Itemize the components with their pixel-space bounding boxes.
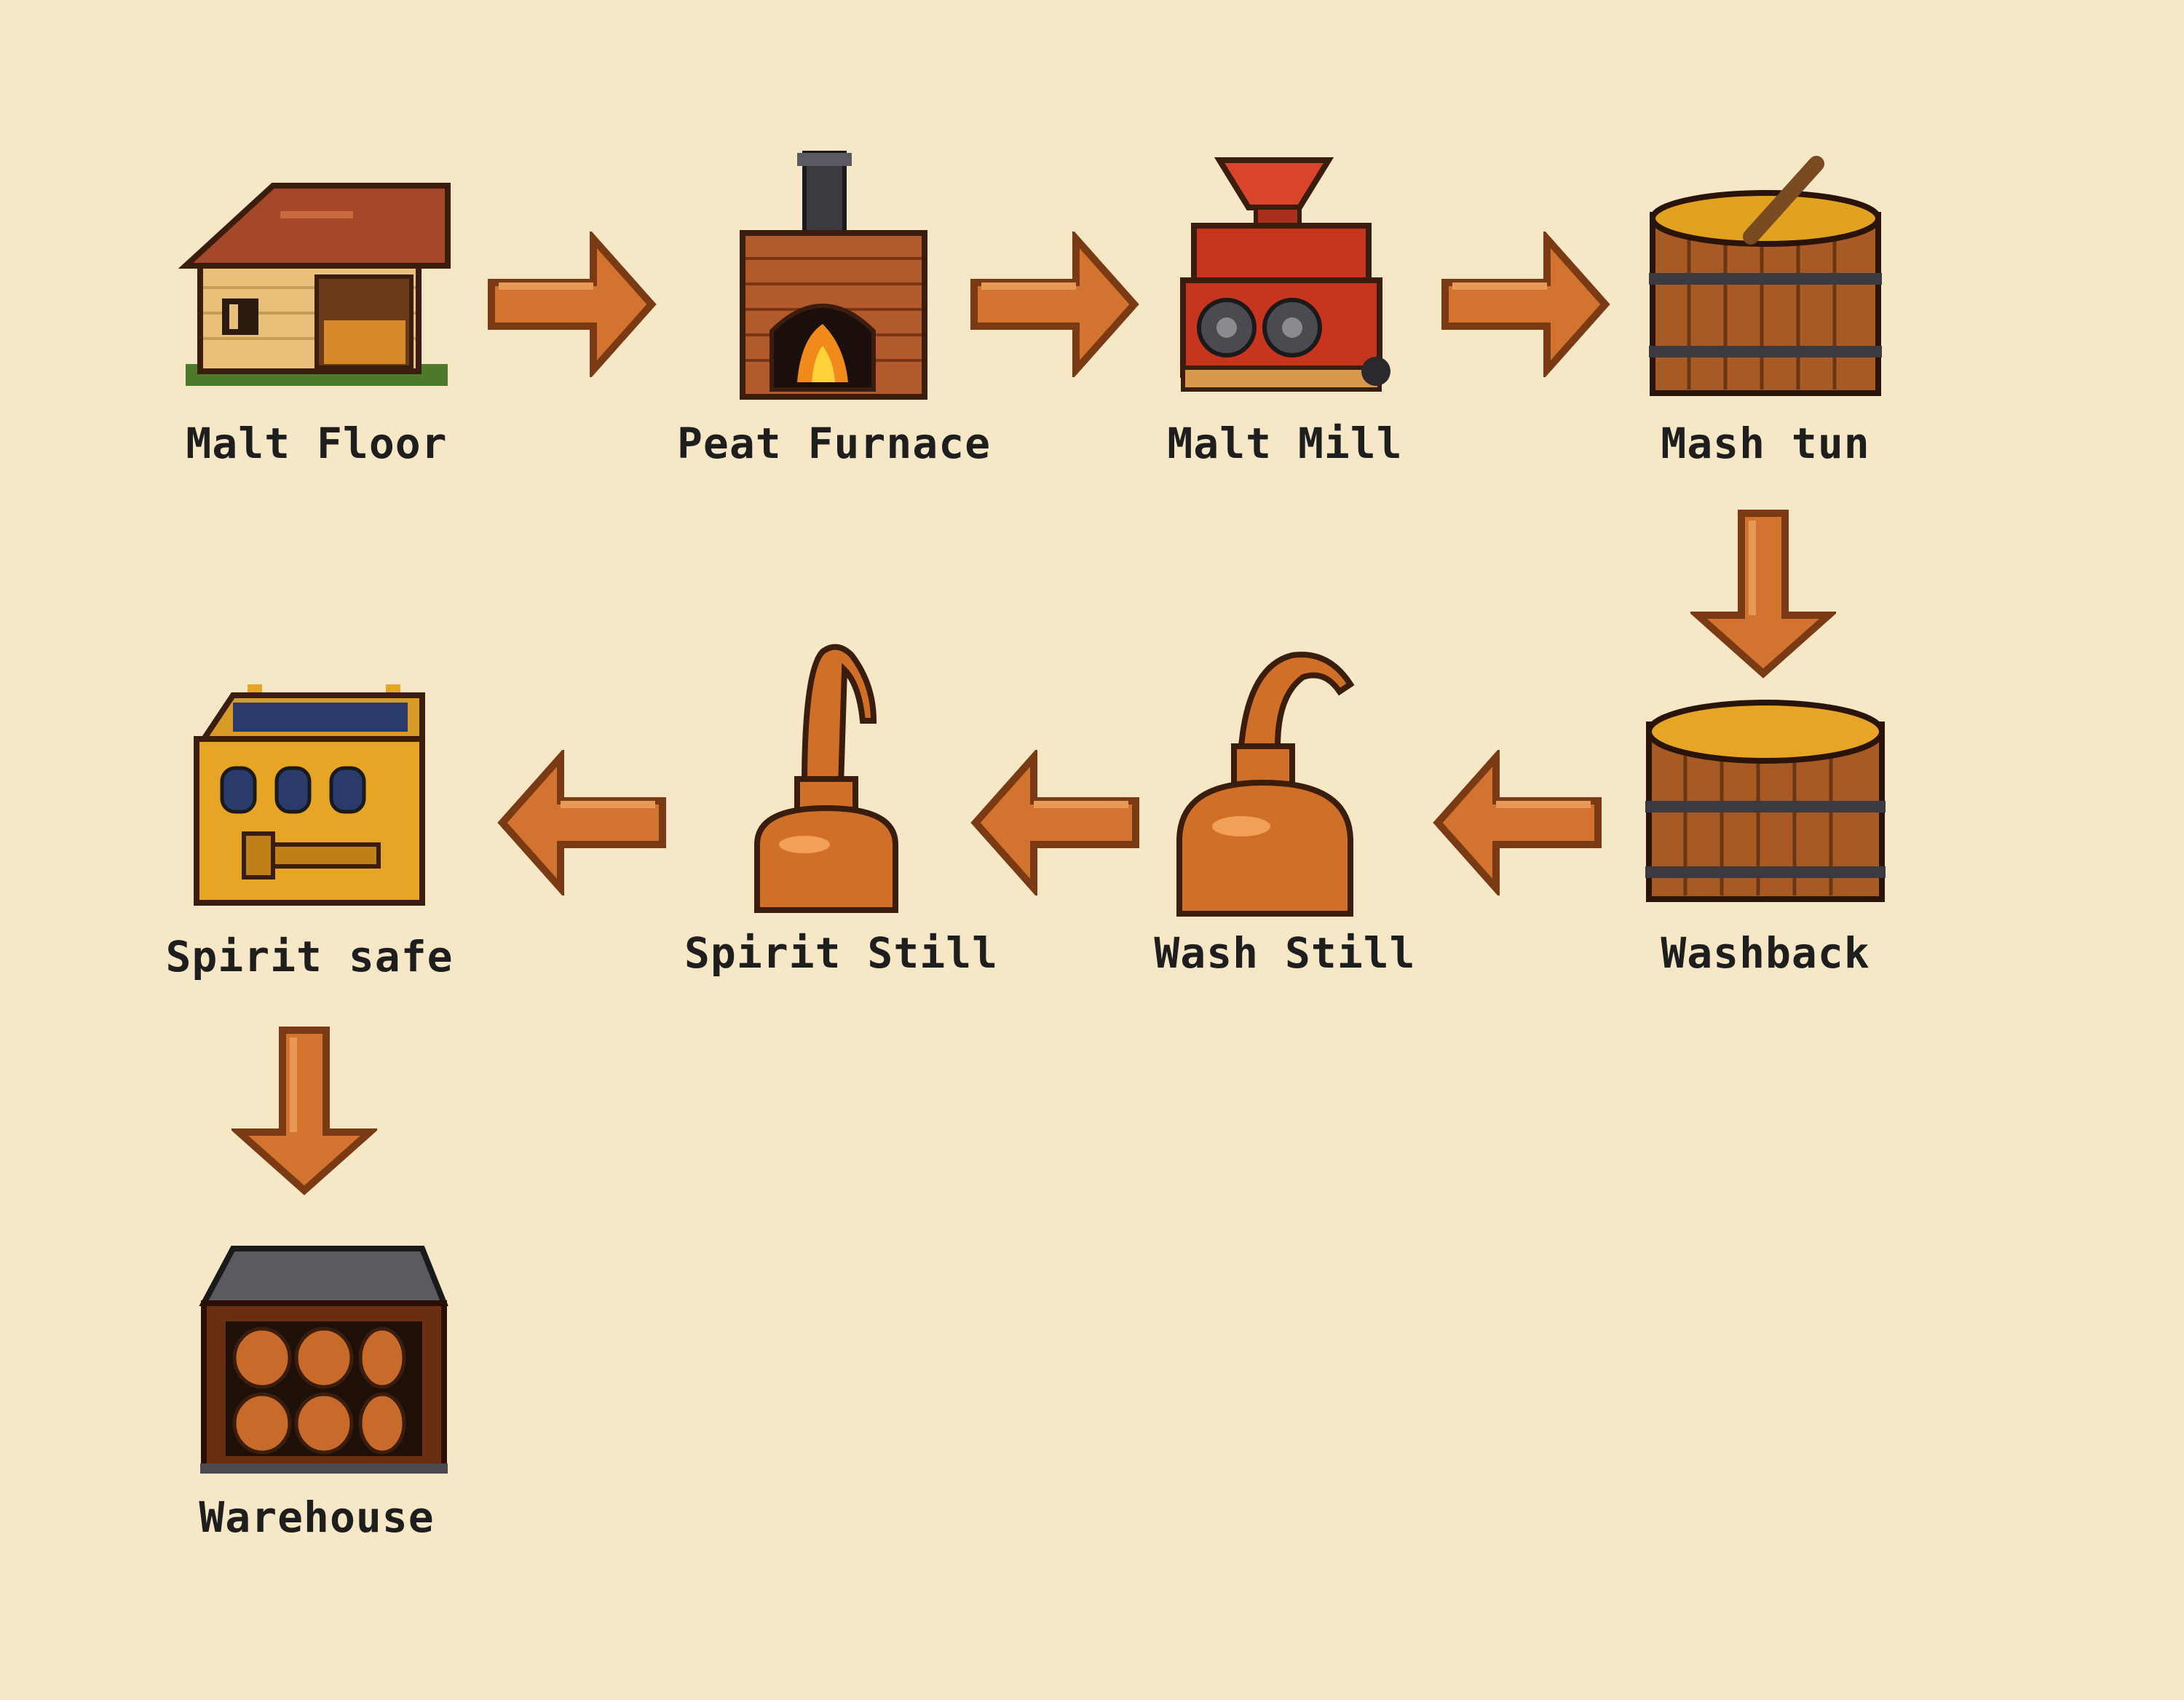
arrow-right-icon bbox=[484, 232, 659, 377]
stage-warehouse: Warehouse bbox=[164, 1238, 470, 1542]
warehouse-icon bbox=[199, 1246, 448, 1474]
stage-label: Peat Furnace bbox=[677, 419, 992, 468]
arrow-left-icon bbox=[1431, 750, 1605, 896]
arrow-right-icon bbox=[1438, 232, 1613, 377]
arrow-left-icon bbox=[495, 750, 670, 896]
stage-label: Spirit safe bbox=[165, 932, 454, 981]
stage-malt-mill: Malt Mill bbox=[1132, 149, 1438, 468]
malt-mill-icon bbox=[1180, 157, 1390, 392]
stage-spirit-safe: Spirit safe bbox=[157, 681, 462, 981]
arrow-down-icon bbox=[232, 1023, 377, 1198]
stage-spirit-still: Spirit Still bbox=[684, 641, 997, 978]
stage-label: Warehouse bbox=[199, 1493, 435, 1542]
spirit-still-icon bbox=[754, 644, 898, 913]
stage-malt-floor: Malt Floor bbox=[164, 167, 470, 468]
stage-washback: Washback bbox=[1613, 695, 1918, 978]
arrow-down-icon bbox=[1690, 506, 1836, 681]
mash-tun-icon bbox=[1649, 156, 1882, 396]
stage-label: Mash tun bbox=[1661, 419, 1870, 468]
stage-label: Wash Still bbox=[1154, 928, 1416, 978]
malt-floor-icon bbox=[178, 183, 451, 386]
stage-mash-tun: Mash tun bbox=[1613, 149, 1918, 468]
stage-label: Spirit Still bbox=[684, 928, 999, 978]
peat-furnace-icon bbox=[740, 151, 927, 400]
wash-still-icon bbox=[1176, 652, 1355, 917]
stage-label: Washback bbox=[1661, 928, 1870, 978]
stage-wash-still: Wash Still bbox=[1132, 652, 1438, 978]
stage-peat-furnace: Peat Furnace bbox=[677, 149, 990, 468]
washback-icon bbox=[1645, 700, 1886, 902]
arrow-left-icon bbox=[968, 750, 1143, 896]
arrow-right-icon bbox=[967, 232, 1142, 377]
spirit-safe-icon bbox=[194, 684, 425, 906]
stage-label: Malt Floor bbox=[186, 419, 448, 468]
stage-label: Malt Mill bbox=[1167, 419, 1403, 468]
